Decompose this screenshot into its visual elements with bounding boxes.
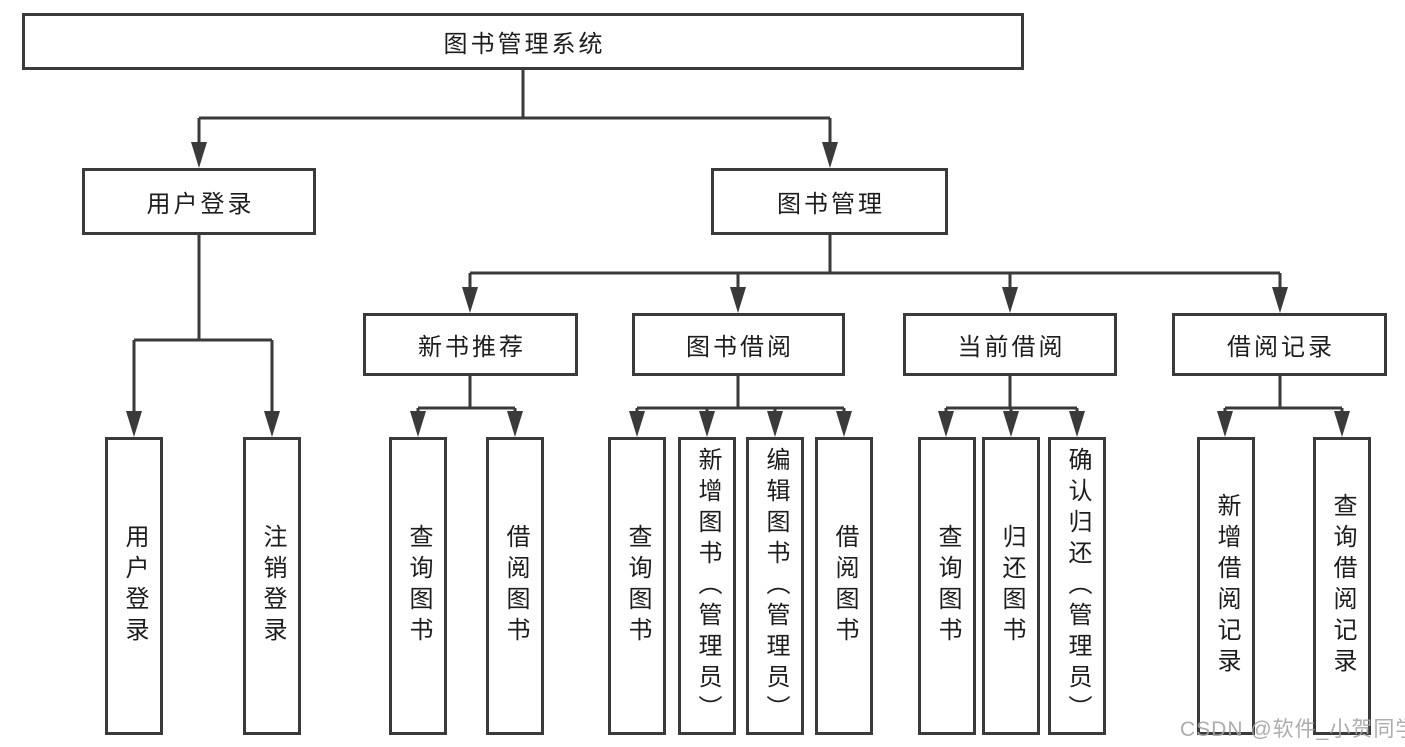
leaf-borrow-query-book: 查询图书 [608,437,666,735]
arrow-heads [126,142,1350,437]
leaf-newbooks-borrow-book: 借阅图书 [486,437,544,735]
leaf-borrow-edit-book-admin: 编辑图书（管理员） [746,437,804,735]
node-new-book-recommend: 新书推荐 [363,313,578,376]
leaf-borrow-borrow-book: 借阅图书 [815,437,873,735]
csdn-watermark: CSDN @软件_小贺同学 [1180,718,1405,741]
leaf-borrow-add-book-admin: 新增图书（管理员） [678,437,736,735]
leaf-current-confirm-return-admin: 确认归还（管理员） [1048,437,1106,735]
node-book-management: 图书管理 [711,168,948,235]
node-user-login: 用户登录 [82,168,316,235]
leaf-logout: 注销登录 [243,437,301,735]
leaf-newbooks-query-book: 查询图书 [389,437,447,735]
leaf-user-login: 用户登录 [105,437,163,735]
node-library-system: 图书管理系统 [22,13,1024,70]
node-borrow-records: 借阅记录 [1172,313,1387,376]
node-current-borrow: 当前借阅 [903,313,1117,376]
node-book-borrow: 图书借阅 [632,313,845,376]
leaf-current-query-book: 查询图书 [918,437,976,735]
leaf-records-query-record: 查询借阅记录 [1313,437,1371,735]
leaf-current-return-book: 归还图书 [982,437,1040,735]
leaf-records-add-record: 新增借阅记录 [1197,437,1255,735]
